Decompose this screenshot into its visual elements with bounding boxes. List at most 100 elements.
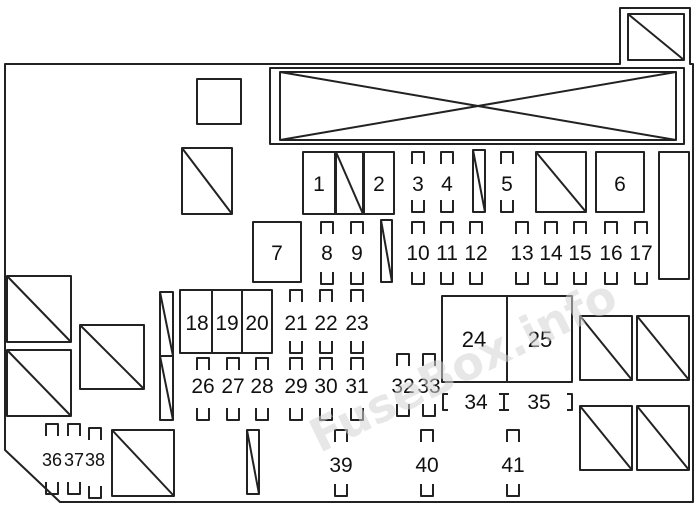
mini-fuse-16-top-bracket (604, 221, 618, 234)
mini-fuse-32-top-bracket (396, 353, 410, 366)
fuse-28-label: 28 (250, 375, 273, 398)
fuse-18-label: 18 (185, 312, 208, 335)
fuse-23-label: 23 (345, 312, 368, 335)
mini-fuse-32-bottom-bracket (396, 404, 410, 417)
fuse-15-label: 15 (568, 242, 591, 265)
relay-between-5-6 (535, 151, 587, 213)
mini-fuse-23-bottom-bracket (350, 341, 364, 354)
mini-fuse-27-top-bracket (226, 357, 240, 370)
fuse-9-label: 9 (351, 242, 363, 265)
fuse-2-box (363, 151, 395, 215)
slim-slot-top (472, 149, 486, 213)
mini-fuse-16-bottom-bracket (604, 272, 618, 285)
relay-left-1 (6, 275, 72, 343)
fuse-39-label: 39 (329, 454, 352, 477)
fuse-17-label: 17 (629, 242, 652, 265)
slim-slot-middle (380, 219, 393, 283)
mini-fuse-31-top-bracket (350, 357, 364, 370)
fuse-14-label: 14 (539, 242, 563, 265)
right-tall-slot (658, 151, 690, 280)
mini-fuse-33-bottom-bracket (422, 404, 436, 417)
mini-fuse-21-top-bracket (289, 289, 303, 302)
mini-fuse-26-bottom-bracket (196, 408, 210, 421)
mini-fuse-21-bottom-bracket (289, 341, 303, 354)
fuse-2-label: 2 (373, 173, 385, 196)
mini-fuse-33-top-bracket (422, 353, 436, 366)
relay-right-4 (636, 405, 690, 471)
mini-fuse-14-top-bracket (544, 221, 558, 234)
mini-fuse-36-top-bracket (45, 423, 59, 436)
mini-fuse-3-bottom-bracket (411, 200, 425, 213)
mini-fuse-29-top-bracket (289, 357, 303, 370)
mini-fuse-3-top-bracket (411, 151, 425, 164)
fuse-12-label: 12 (464, 242, 487, 265)
fuse-24-label: 24 (462, 327, 486, 352)
mini-fuse-12-bottom-bracket (469, 272, 483, 285)
fuse-37-label: 37 (64, 450, 84, 470)
fuse-34-label: 34 (464, 391, 488, 414)
mini-fuse-17-bottom-bracket (634, 272, 648, 285)
mini-fuse-22-top-bracket (319, 289, 333, 302)
fuse-10-label: 10 (406, 242, 429, 265)
watermark-text: FuseBox.info (301, 268, 625, 463)
fuse-19-label: 19 (215, 312, 238, 335)
blank-slot-square (196, 78, 242, 125)
mini-fuse-26-top-bracket (196, 357, 210, 370)
fuse-26-label: 26 (191, 375, 214, 398)
mini-fuse-13-top-bracket (515, 221, 529, 234)
mini-fuse-8-top-bracket (320, 221, 334, 234)
mini-fuse-4-top-bracket (440, 151, 454, 164)
mini-fuse-28-top-bracket (255, 357, 269, 370)
relay-right-3 (579, 405, 633, 471)
fuse-4-label: 4 (441, 173, 453, 196)
fuse-30-label: 30 (314, 375, 337, 398)
mini-fuse-17-top-bracket (634, 221, 648, 234)
mini-fuse-36-bottom-bracket (45, 482, 59, 495)
fuse-6-label: 6 (614, 173, 626, 196)
relay-block-top-right (627, 13, 685, 61)
mini-fuse-40-bottom-bracket (420, 484, 434, 497)
mini-fuse-39-top-bracket (334, 429, 348, 442)
relay-bottom-left (111, 429, 175, 497)
fuse-5-label: 5 (501, 173, 513, 196)
mini-fuse-27-bottom-bracket (226, 408, 240, 421)
mini-fuse-11-bottom-bracket (440, 272, 454, 285)
mini-fuse-23-top-bracket (350, 289, 364, 302)
mini-fuse-38-bottom-bracket (88, 486, 102, 499)
mini-fuse-10-bottom-bracket (411, 272, 425, 285)
mini-fuse-11-top-bracket (440, 221, 454, 234)
fuse-21-label: 21 (284, 312, 307, 335)
fuse-3-label: 3 (412, 173, 424, 196)
fuse-22-label: 22 (314, 312, 337, 335)
mini-fuse-10-top-bracket (411, 221, 425, 234)
fuse-6-box (595, 151, 645, 213)
mini-fuse-5-top-bracket (500, 151, 514, 164)
relay-right-2 (636, 315, 690, 381)
main-relay-block (269, 67, 685, 145)
fuse-16-label: 16 (599, 242, 622, 265)
mini-fuse-41-bottom-bracket (506, 484, 520, 497)
slim-slot-left (159, 291, 174, 421)
mini-fuse-4-bottom-bracket (440, 200, 454, 213)
mini-fuse-39-bottom-bracket (334, 484, 348, 497)
fuse-38-label: 38 (85, 450, 105, 470)
fuse-33-label: 33 (417, 375, 440, 398)
mini-fuse-9-top-bracket (350, 221, 364, 234)
mini-fuse-41-top-bracket (506, 429, 520, 442)
fuse-32-label: 32 (391, 375, 414, 398)
relay-right-1 (579, 315, 633, 381)
fuse-8-label: 8 (321, 242, 333, 265)
fuse-29-label: 29 (284, 375, 307, 398)
mini-fuse-9-bottom-bracket (350, 272, 364, 285)
mini-fuse-14-bottom-bracket (544, 272, 558, 285)
mini-fuse-12-top-bracket (469, 221, 483, 234)
mini-fuse-40-top-bracket (420, 429, 434, 442)
mini-fuse-30-bottom-bracket (319, 408, 333, 421)
fuse-20-label: 20 (245, 312, 268, 335)
relay-slot-diagonal (335, 151, 364, 215)
mini-fuse-37-top-bracket (67, 423, 81, 436)
fuse-34-35-bracket (442, 393, 573, 411)
fuse-25-label: 25 (528, 327, 552, 352)
mini-fuse-29-bottom-bracket (289, 408, 303, 421)
